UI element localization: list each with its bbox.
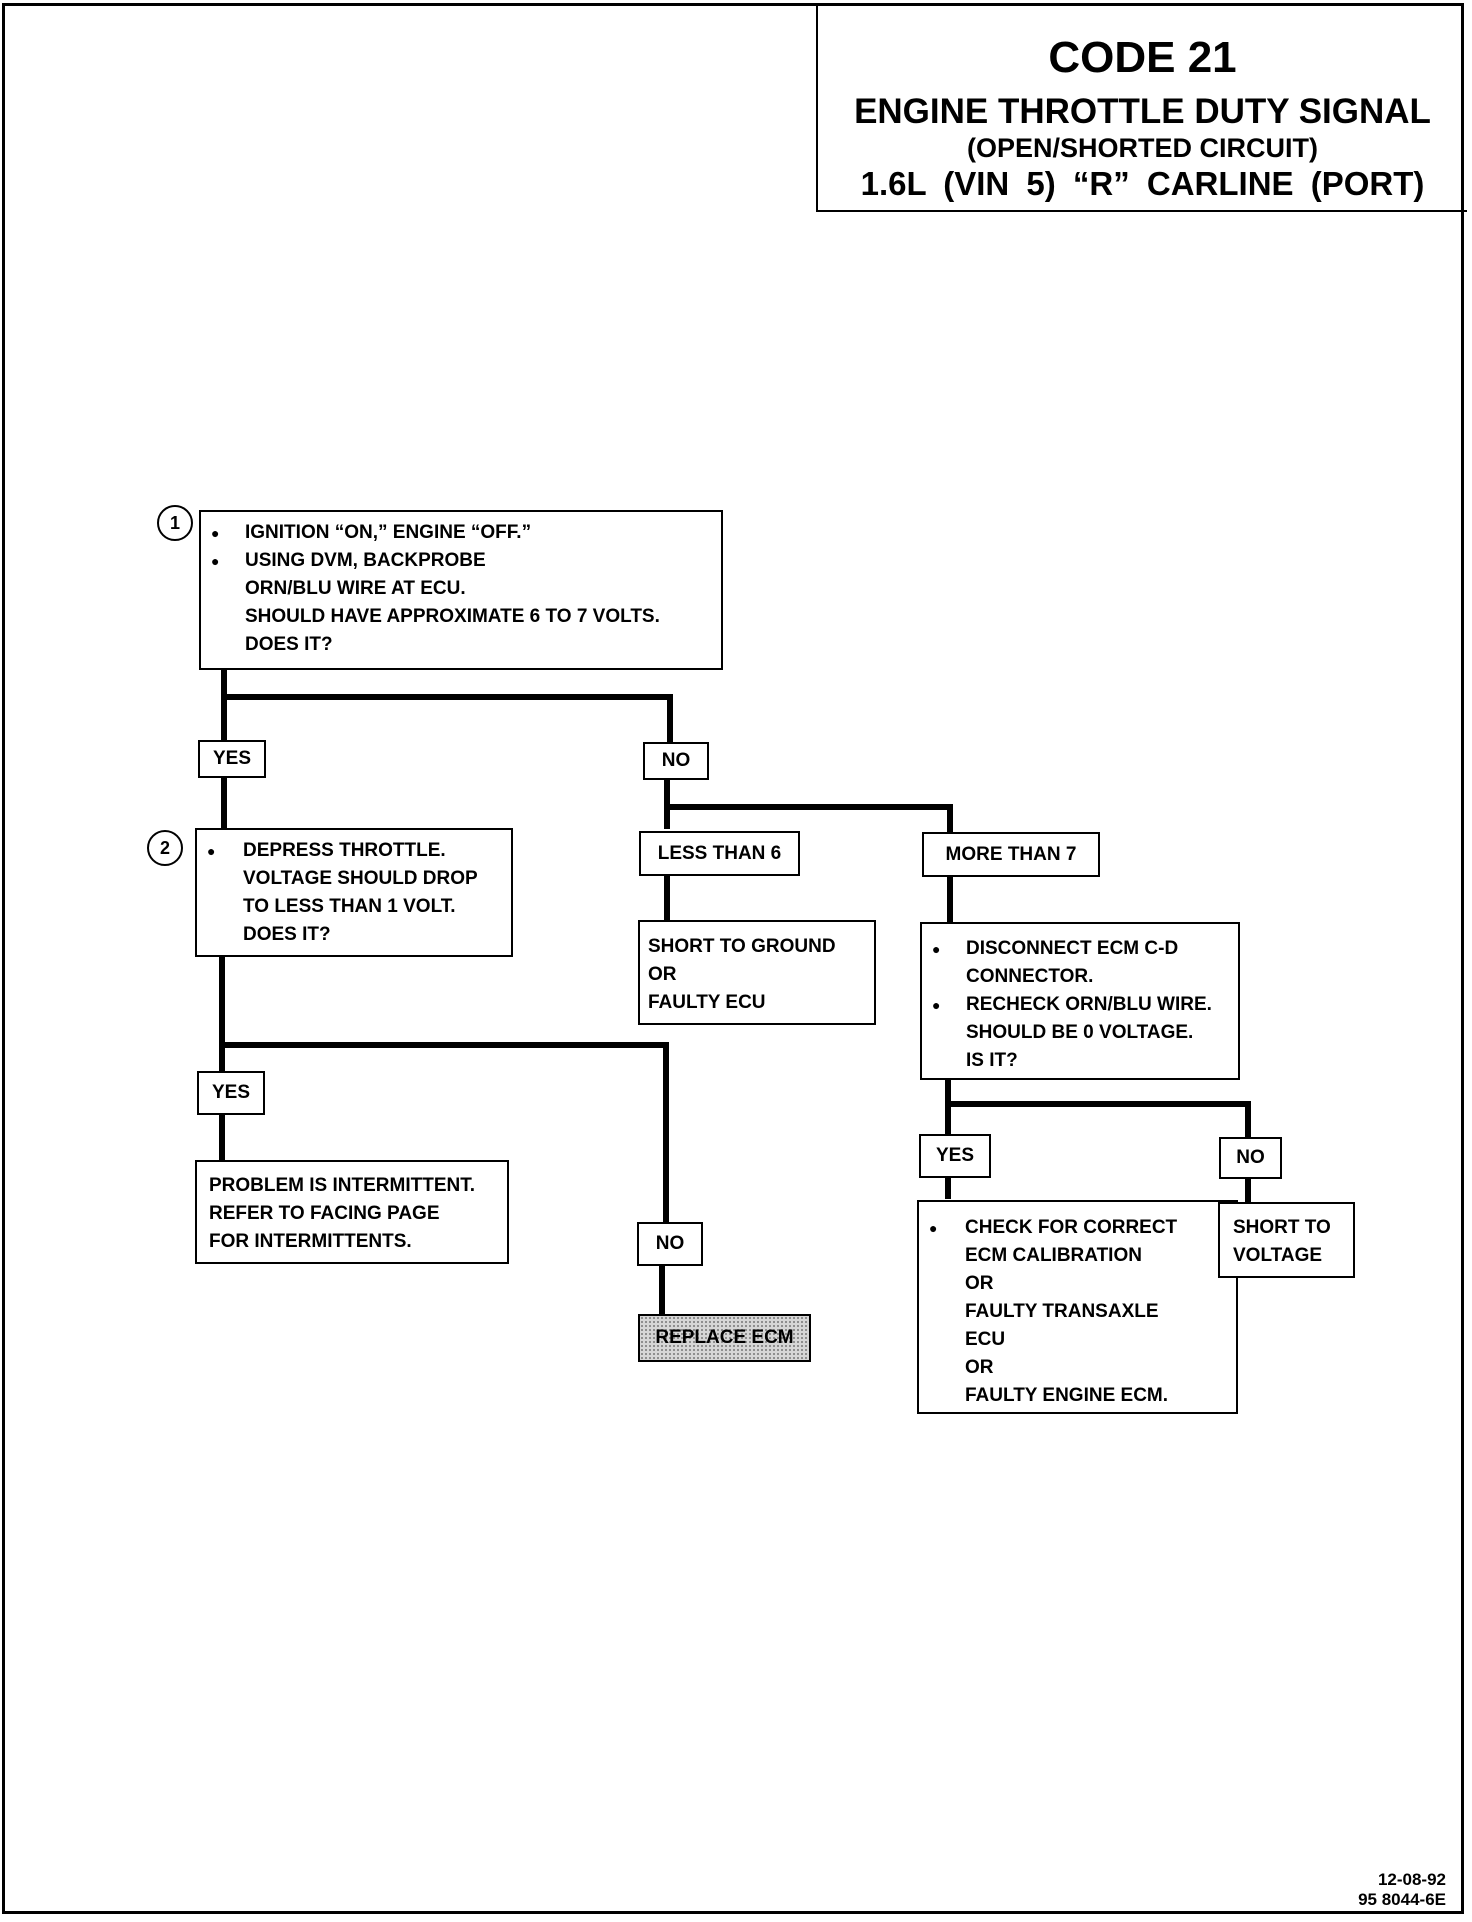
step-1-box: IGNITION “ON,” ENGINE “OFF.” USING DVM, … <box>199 510 723 670</box>
intermittent-line-3: FOR INTERMITTENTS. <box>209 1231 412 1252</box>
no-label-3: NO <box>1219 1137 1282 1179</box>
footer-date: 12-08-92 <box>1377 1870 1446 1889</box>
connector-step2-no <box>219 1042 669 1225</box>
short-ground-line-3: FAULTY ECU <box>648 992 766 1013</box>
replace-ecm-box: REPLACE ECM <box>638 1314 811 1362</box>
footer-doc-number: 95 8044-6E <box>1358 1890 1446 1909</box>
yes-label-1: YES <box>198 740 266 778</box>
subtitle-3: 1.6L (VIN 5) “R” CARLINE (PORT) <box>860 165 1425 202</box>
yes-label-2: YES <box>197 1071 265 1115</box>
step-1-marker: 1 <box>157 505 193 541</box>
less-than-6-label: LESS THAN 6 <box>639 831 800 876</box>
check-line-6: OR <box>965 1357 994 1378</box>
check-bullet-1: CHECK FOR CORRECT <box>919 1214 1236 1242</box>
short-to-voltage-box: SHORT TO VOLTAGE <box>1218 1202 1355 1278</box>
step-2-bullet-1: DEPRESS THROTTLE. <box>197 837 511 865</box>
step-1-bullet-2: USING DVM, BACKPROBE <box>201 547 721 575</box>
step-2-line-2: VOLTAGE SHOULD DROP <box>243 868 478 889</box>
disconnect-line-2: CONNECTOR. <box>966 966 1094 987</box>
check-line-3: OR <box>965 1273 994 1294</box>
yes-label-3: YES <box>919 1134 991 1178</box>
disconnect-line-5: IS IT? <box>966 1050 1018 1071</box>
subtitle-1: ENGINE THROTTLE DUTY SIGNAL <box>854 92 1431 131</box>
code-title: CODE 21 <box>1048 33 1237 82</box>
step-1-line-5: DOES IT? <box>245 634 333 655</box>
check-line-4: FAULTY TRANSAXLE <box>965 1301 1159 1322</box>
step-1-bullet-1: IGNITION “ON,” ENGINE “OFF.” <box>201 519 721 547</box>
short-ground-line-1: SHORT TO GROUND <box>648 936 836 957</box>
step-2-line-3: TO LESS THAN 1 VOLT. <box>243 896 456 917</box>
check-line-5: ECU <box>965 1329 1006 1350</box>
check-calibration-box: CHECK FOR CORRECT ECM CALIBRATION OR FAU… <box>917 1200 1238 1414</box>
footer-reference: 12-08-92 95 8044-6E <box>1358 1870 1446 1910</box>
check-line-2: ECM CALIBRATION <box>965 1245 1142 1266</box>
step-2-marker: 2 <box>147 830 183 866</box>
page-frame <box>2 3 1464 1914</box>
step-2-box: DEPRESS THROTTLE. VOLTAGE SHOULD DROP TO… <box>195 828 513 957</box>
no-label-2: NO <box>637 1222 703 1266</box>
disconnect-bullet-2: RECHECK ORN/BLU WIRE. <box>922 991 1238 1019</box>
short-ground-line-2: OR <box>648 964 677 985</box>
intermittent-line-1: PROBLEM IS INTERMITTENT. <box>209 1175 475 1196</box>
disconnect-bullet-1: DISCONNECT ECM C-D <box>922 935 1238 963</box>
short-voltage-line-2: VOLTAGE <box>1233 1245 1323 1266</box>
step-1-line-3: ORN/BLU WIRE AT ECU. <box>245 578 466 599</box>
short-to-ground-box: SHORT TO GROUND OR FAULTY ECU <box>638 920 876 1025</box>
disconnect-line-4: SHOULD BE 0 VOLTAGE. <box>966 1022 1194 1043</box>
intermittent-box: PROBLEM IS INTERMITTENT. REFER TO FACING… <box>195 1160 509 1264</box>
intermittent-line-2: REFER TO FACING PAGE <box>209 1203 440 1224</box>
step-2-line-4: DOES IT? <box>243 924 331 945</box>
more-than-7-label: MORE THAN 7 <box>922 832 1100 877</box>
step-1-line-4: SHOULD HAVE APPROXIMATE 6 TO 7 VOLTS. <box>245 606 660 627</box>
title-block: CODE 21 ENGINE THROTTLE DUTY SIGNAL (OPE… <box>816 4 1467 212</box>
subtitle-2: (OPEN/SHORTED CIRCUIT) <box>967 133 1318 163</box>
disconnect-box: DISCONNECT ECM C-D CONNECTOR. RECHECK OR… <box>920 922 1240 1080</box>
connector-disconnect-no <box>945 1101 1251 1144</box>
connector-step1-no <box>221 694 673 748</box>
no-label-1: NO <box>643 742 709 780</box>
check-line-7: FAULTY ENGINE ECM. <box>965 1385 1169 1406</box>
short-voltage-line-1: SHORT TO <box>1233 1217 1331 1238</box>
